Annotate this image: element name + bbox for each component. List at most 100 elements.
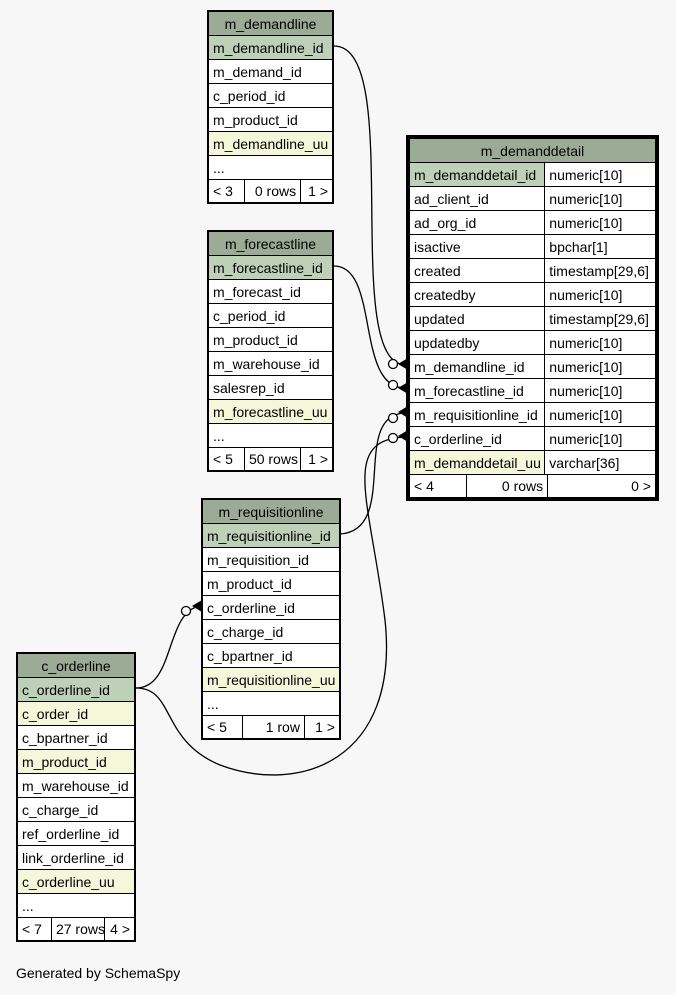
edge-demandline-to-demanddetail [333,45,406,366]
column-row: c_bpartner_id [17,725,135,750]
column-name: c_orderline_id [408,426,546,451]
column-name: c_orderline_id [202,595,340,620]
column-name: c_bpartner_id [17,725,135,750]
column-row: salesrep_id [208,375,333,400]
children-count[interactable]: 1 > [300,448,332,470]
column-type: timestamp[29,6] [544,258,656,283]
parents-count[interactable]: < 4 [410,475,467,497]
column-row: c_orderline_id [202,595,340,620]
column-row: c_period_id [208,303,333,328]
column-type: numeric[10] [544,354,656,379]
column-name: ref_orderline_id [17,821,135,846]
column-row: c_order_id [17,701,135,726]
table-title[interactable]: m_demandline [208,11,333,36]
column-type: numeric[10] [544,426,656,451]
column-row: m_requisitionline_id [202,523,340,548]
table-title[interactable]: m_requisitionline [202,499,340,524]
column-name: m_product_id [208,107,333,132]
column-row: m_requisitionline_uu [202,667,340,692]
children-count[interactable]: 1 > [300,180,332,202]
column-type: varchar[36] [544,450,656,475]
parents-count[interactable]: < 5 [209,448,245,470]
column-name: updated [408,306,546,331]
column-type: bpchar[1] [544,234,656,259]
column-type: numeric[10] [544,210,656,235]
column-row: ref_orderline_id [17,821,135,846]
column-type: numeric[10] [544,378,656,403]
column-name: m_demandline_id [208,35,333,60]
column-name: link_orderline_id [17,845,135,870]
column-name: c_period_id [208,303,333,328]
parents-count[interactable]: < 3 [209,180,245,202]
children-count[interactable]: 4 > [103,918,134,940]
row-count[interactable]: 50 rows [243,448,302,470]
column-name: m_requisition_id [202,547,340,572]
column-row: m_warehouse_id [208,351,333,376]
column-type: numeric[10] [544,282,656,307]
edge-forecastline-to-demanddetail [333,265,406,389]
children-count[interactable]: 1 > [303,716,339,738]
children-count[interactable]: 0 > [547,475,655,497]
column-name: m_product_id [208,327,333,352]
parents-count[interactable]: < 7 [18,918,52,940]
column-row: c_charge_id [202,619,340,644]
column-name: c_bpartner_id [202,643,340,668]
column-name: ... [208,155,333,180]
column-name: m_demandline_id [408,354,546,379]
column-type: timestamp[29,6] [544,306,656,331]
column-row: m_warehouse_id [17,773,135,798]
parents-count[interactable]: < 5 [203,716,243,738]
row-count[interactable]: 1 row [241,716,305,738]
column-row: m_requisition_id [202,547,340,572]
column-name: c_charge_id [202,619,340,644]
table-title[interactable]: m_forecastline [208,231,333,256]
column-row: m_product_id [208,327,333,352]
column-row: ... [208,423,333,448]
column-name: created [408,258,546,283]
column-row: m_forecastline_id [208,255,333,280]
column-row: m_demand_id [208,59,333,84]
column-row: m_product_id [202,571,340,596]
row-count[interactable]: 0 rows [243,180,302,202]
column-type: numeric[10] [544,186,656,211]
column-name: ... [202,691,340,716]
column-row: c_charge_id [17,797,135,822]
column-row: m_forecastline_uu [208,399,333,424]
column-name: c_order_id [17,701,135,726]
edge-end-circle [387,432,399,444]
column-row: ... [17,893,135,918]
column-name: m_demanddetail_uu [408,450,546,475]
column-row: m_demandline_uu [208,131,333,156]
column-name: ... [17,893,135,918]
column-name: salesrep_id [208,375,333,400]
column-name: m_forecastline_id [208,255,333,280]
column-name: m_forecastline_id [408,378,546,403]
column-name: m_product_id [17,749,135,774]
column-name: createdby [408,282,546,307]
column-row: ... [202,691,340,716]
row-count[interactable]: 27 rows [50,918,105,940]
table-title[interactable]: c_orderline [17,653,135,678]
column-name: m_demanddetail_id [408,162,546,187]
row-count[interactable]: 0 rows [465,475,549,497]
table-title[interactable]: m_demanddetail [409,138,656,163]
